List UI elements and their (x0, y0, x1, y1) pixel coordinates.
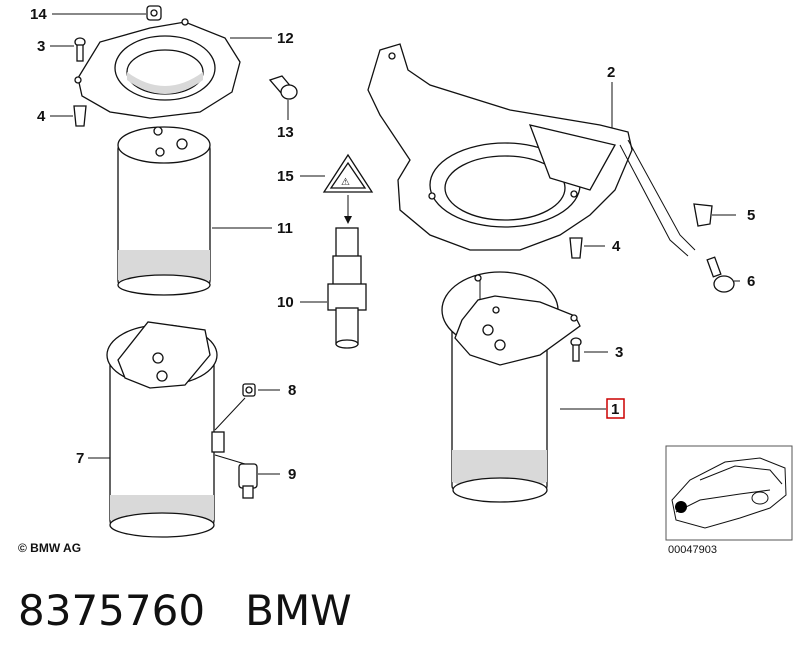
callout-4-right: 4 (612, 238, 621, 255)
part-4-clip-left (73, 105, 87, 127)
part-number: 8375760 (18, 586, 206, 635)
callout-2: 2 (607, 64, 615, 81)
part-3-screw-left (74, 37, 86, 62)
vehicle-locator-inset (665, 445, 793, 541)
part-10-pressure-switch (327, 227, 367, 349)
part-6-bolt (706, 256, 735, 293)
callout-1-highlight-box (606, 398, 625, 419)
callout-5: 5 (747, 207, 755, 224)
part-14-nut (146, 5, 162, 21)
callout-3-right: 3 (615, 344, 623, 361)
brand-name: BMW (245, 586, 352, 635)
callout-3-left: 3 (37, 38, 45, 55)
part-number-caption: 8375760 BMW (18, 586, 352, 635)
part-7-drier (106, 321, 225, 538)
copyright-text: © BMW AG (18, 541, 81, 555)
part-11-drier (117, 126, 211, 296)
callout-7: 7 (76, 450, 84, 467)
part-2-main-bracket (367, 43, 696, 257)
callout-9: 9 (288, 466, 296, 483)
callout-4-left: 4 (37, 108, 46, 125)
callout-14: 14 (30, 6, 47, 23)
callout-15: 15 (277, 168, 294, 185)
callout-13: 13 (277, 124, 294, 141)
part-1-drier-with-bracket (441, 271, 581, 503)
svg-text:⚠: ⚠ (341, 177, 350, 188)
part-4-clip-right (569, 237, 583, 259)
part-3-screw-right (570, 337, 582, 362)
callout-6: 6 (747, 273, 755, 290)
part-9-stud (238, 463, 258, 499)
callout-10: 10 (277, 294, 294, 311)
location-marker-icon (675, 501, 687, 513)
part-15-warning-label: ⚠ (322, 153, 374, 224)
callout-1: 1 (611, 401, 619, 418)
callout-12: 12 (277, 30, 294, 47)
part-5-clip (693, 203, 713, 227)
part-8-nut (242, 383, 256, 397)
part-12-bracket-ring (74, 18, 241, 119)
inset-reference-number: 00047903 (668, 544, 717, 556)
callout-11: 11 (277, 220, 293, 237)
callout-8: 8 (288, 382, 296, 399)
part-13-bolt (268, 75, 298, 100)
leader-lines (50, 13, 740, 475)
